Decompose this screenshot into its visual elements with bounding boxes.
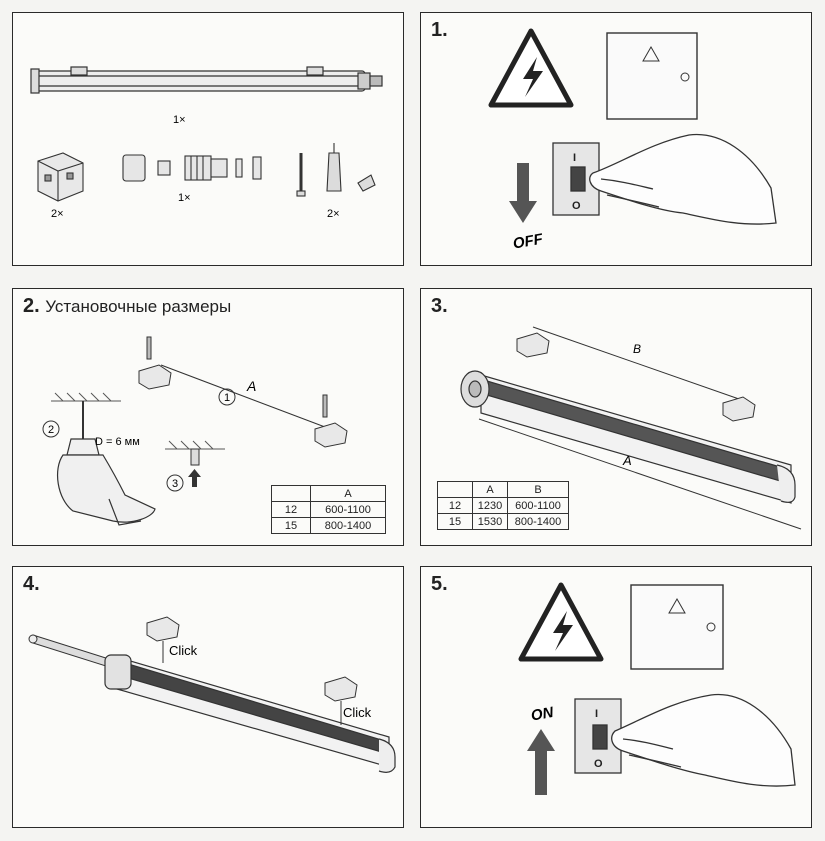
arrow-down-icon [509, 163, 537, 223]
dimension-a-line [478, 418, 802, 530]
step-3-panel: 3. B A A B 12 1230 600 [420, 288, 812, 546]
switch-off-mark: O [594, 758, 603, 770]
lamp-body-icon [460, 370, 796, 504]
table-row: 15 800-1400 [271, 517, 386, 534]
table-cell: 12 [437, 497, 473, 514]
bracket-2-icon [324, 676, 358, 725]
step-number: 1. [431, 19, 448, 41]
marker-1: 1 [224, 392, 230, 404]
dimension-table: A B 12 1230 600-1100 15 1530 800-1400 [437, 481, 569, 530]
table-cell: 1230 [472, 497, 508, 514]
table-cell: 600-1100 [507, 497, 569, 514]
table-cell: 15 [271, 517, 311, 534]
bracket-1-icon [138, 336, 172, 390]
table-cell: 15 [437, 513, 473, 530]
gland-qty: 1× [178, 192, 191, 204]
screw-and-anchor-icon [296, 143, 376, 197]
high-voltage-warning-icon [518, 582, 604, 662]
step-3-illustration: B A [460, 326, 802, 530]
distribution-box-icon [606, 32, 698, 120]
arrow-up-icon [188, 469, 201, 487]
click-label-1: Click [169, 643, 198, 658]
step-2-illustration: A [42, 336, 348, 526]
table-header-cell: B [507, 481, 569, 498]
drill-diameter-label: D = 6 мм [95, 436, 140, 448]
dimension-table: A 12 600-1100 15 800-1400 [271, 485, 386, 534]
step-title: Установочные размеры [45, 297, 232, 316]
bracket-qty: 2× [51, 208, 64, 220]
on-label: ON [530, 704, 556, 725]
cable-gland-icon [122, 154, 262, 182]
bracket-2-icon [722, 396, 756, 422]
step-number: 5. [431, 573, 448, 595]
dimension-b-line [532, 326, 740, 400]
table-header-cell: A [310, 485, 386, 502]
lamp-qty: 1× [173, 114, 186, 126]
table-cell: 800-1400 [310, 517, 386, 534]
bracket-1-icon [516, 332, 550, 358]
step-4-panel: 4. Click Click [12, 566, 404, 828]
table-cell: 12 [271, 501, 311, 518]
kit-contents-panel: 1× 2× 1× 2× [12, 12, 404, 266]
step-5-panel: 5. I O ON [420, 566, 812, 828]
anchor-icon [190, 448, 200, 466]
table-cell: 800-1400 [507, 513, 569, 530]
off-label: OFF [512, 231, 545, 253]
bracket-2-icon [314, 394, 348, 448]
table-row: 12 1230 600-1100 [437, 497, 569, 514]
hand-icon [589, 133, 777, 225]
dim-b-label: B [633, 342, 641, 356]
screw-qty: 2× [327, 208, 340, 220]
table-header-row: A [271, 485, 386, 502]
click-label-2: Click [343, 705, 372, 720]
step-1-illustration: I O OFF [488, 28, 777, 253]
high-voltage-warning-icon [488, 28, 574, 108]
marker-2: 2 [48, 424, 54, 436]
step-2-panel: 2. Установочные размеры A [12, 288, 404, 546]
switch-on-mark: I [595, 708, 598, 720]
dimension-line [160, 364, 326, 428]
hand-icon [611, 693, 796, 787]
table-row: 12 600-1100 [271, 501, 386, 518]
switch-off-mark: O [572, 200, 581, 212]
cable-icon [28, 634, 110, 668]
lamp-body-icon [30, 66, 383, 94]
arrow-up-icon [527, 729, 555, 795]
marker-3: 3 [172, 478, 178, 490]
step-number: 4. [23, 573, 40, 595]
distribution-box-icon [630, 584, 724, 670]
table-header-cell [437, 481, 473, 498]
drill-icon [56, 401, 156, 526]
table-row: 15 1530 800-1400 [437, 513, 569, 530]
table-cell: 1530 [472, 513, 508, 530]
table-header-row: A B [437, 481, 569, 498]
step-5-illustration: I O ON [518, 582, 796, 795]
step-number: 3. [431, 295, 448, 317]
bracket-1-icon [146, 616, 180, 663]
dim-a-label: A [622, 453, 632, 468]
table-header-cell: A [472, 481, 508, 498]
step-1-panel: 1. I O OFF [420, 12, 812, 266]
table-cell: 600-1100 [310, 501, 386, 518]
step-header: 2. Установочные размеры [23, 295, 231, 318]
table-header-cell [271, 485, 311, 502]
step-markers [42, 388, 236, 492]
switch-on-mark: I [573, 152, 576, 164]
mounting-bracket-icon [37, 152, 84, 202]
step-number: 2. [23, 295, 40, 317]
dim-a-label: A [246, 378, 256, 394]
lamp-body-icon [104, 654, 396, 773]
kit-contents-illustration: 1× 2× 1× 2× [30, 66, 383, 220]
step-4-illustration: Click Click [28, 616, 396, 773]
wall-switch-icon: I O [574, 698, 622, 774]
